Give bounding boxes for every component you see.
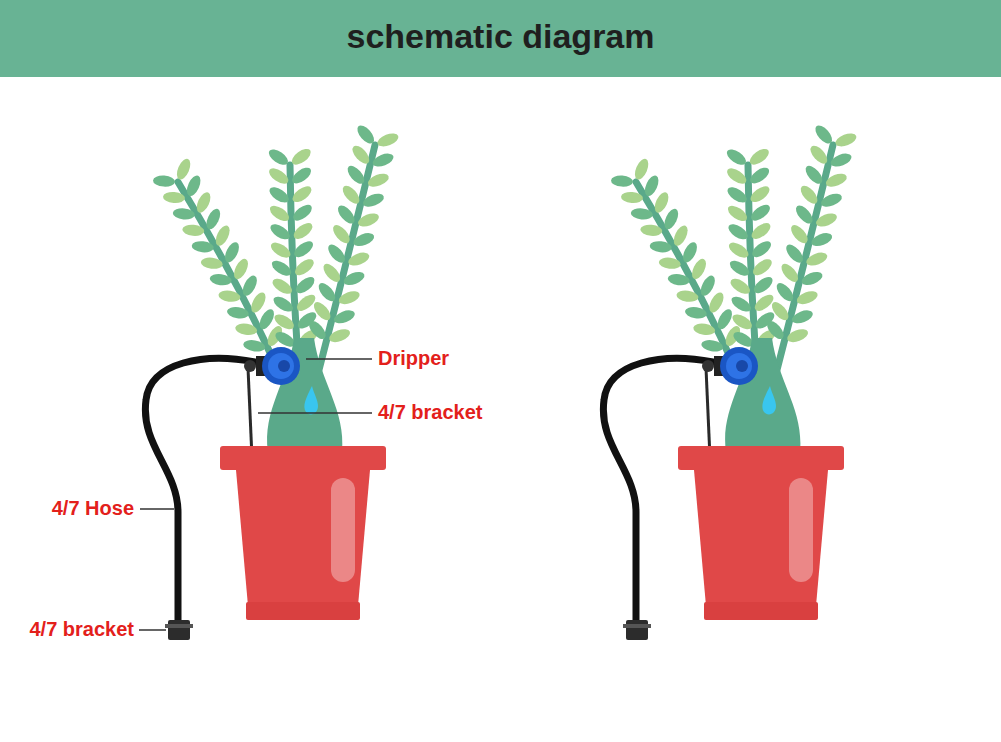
part-label: 4/7 Hose [52, 497, 134, 520]
part-label: Dripper [378, 347, 449, 370]
part-label: 4/7 bracket [29, 618, 134, 641]
diagram-title: schematic diagram [0, 17, 1001, 56]
part-label: 4/7 bracket [378, 401, 483, 424]
